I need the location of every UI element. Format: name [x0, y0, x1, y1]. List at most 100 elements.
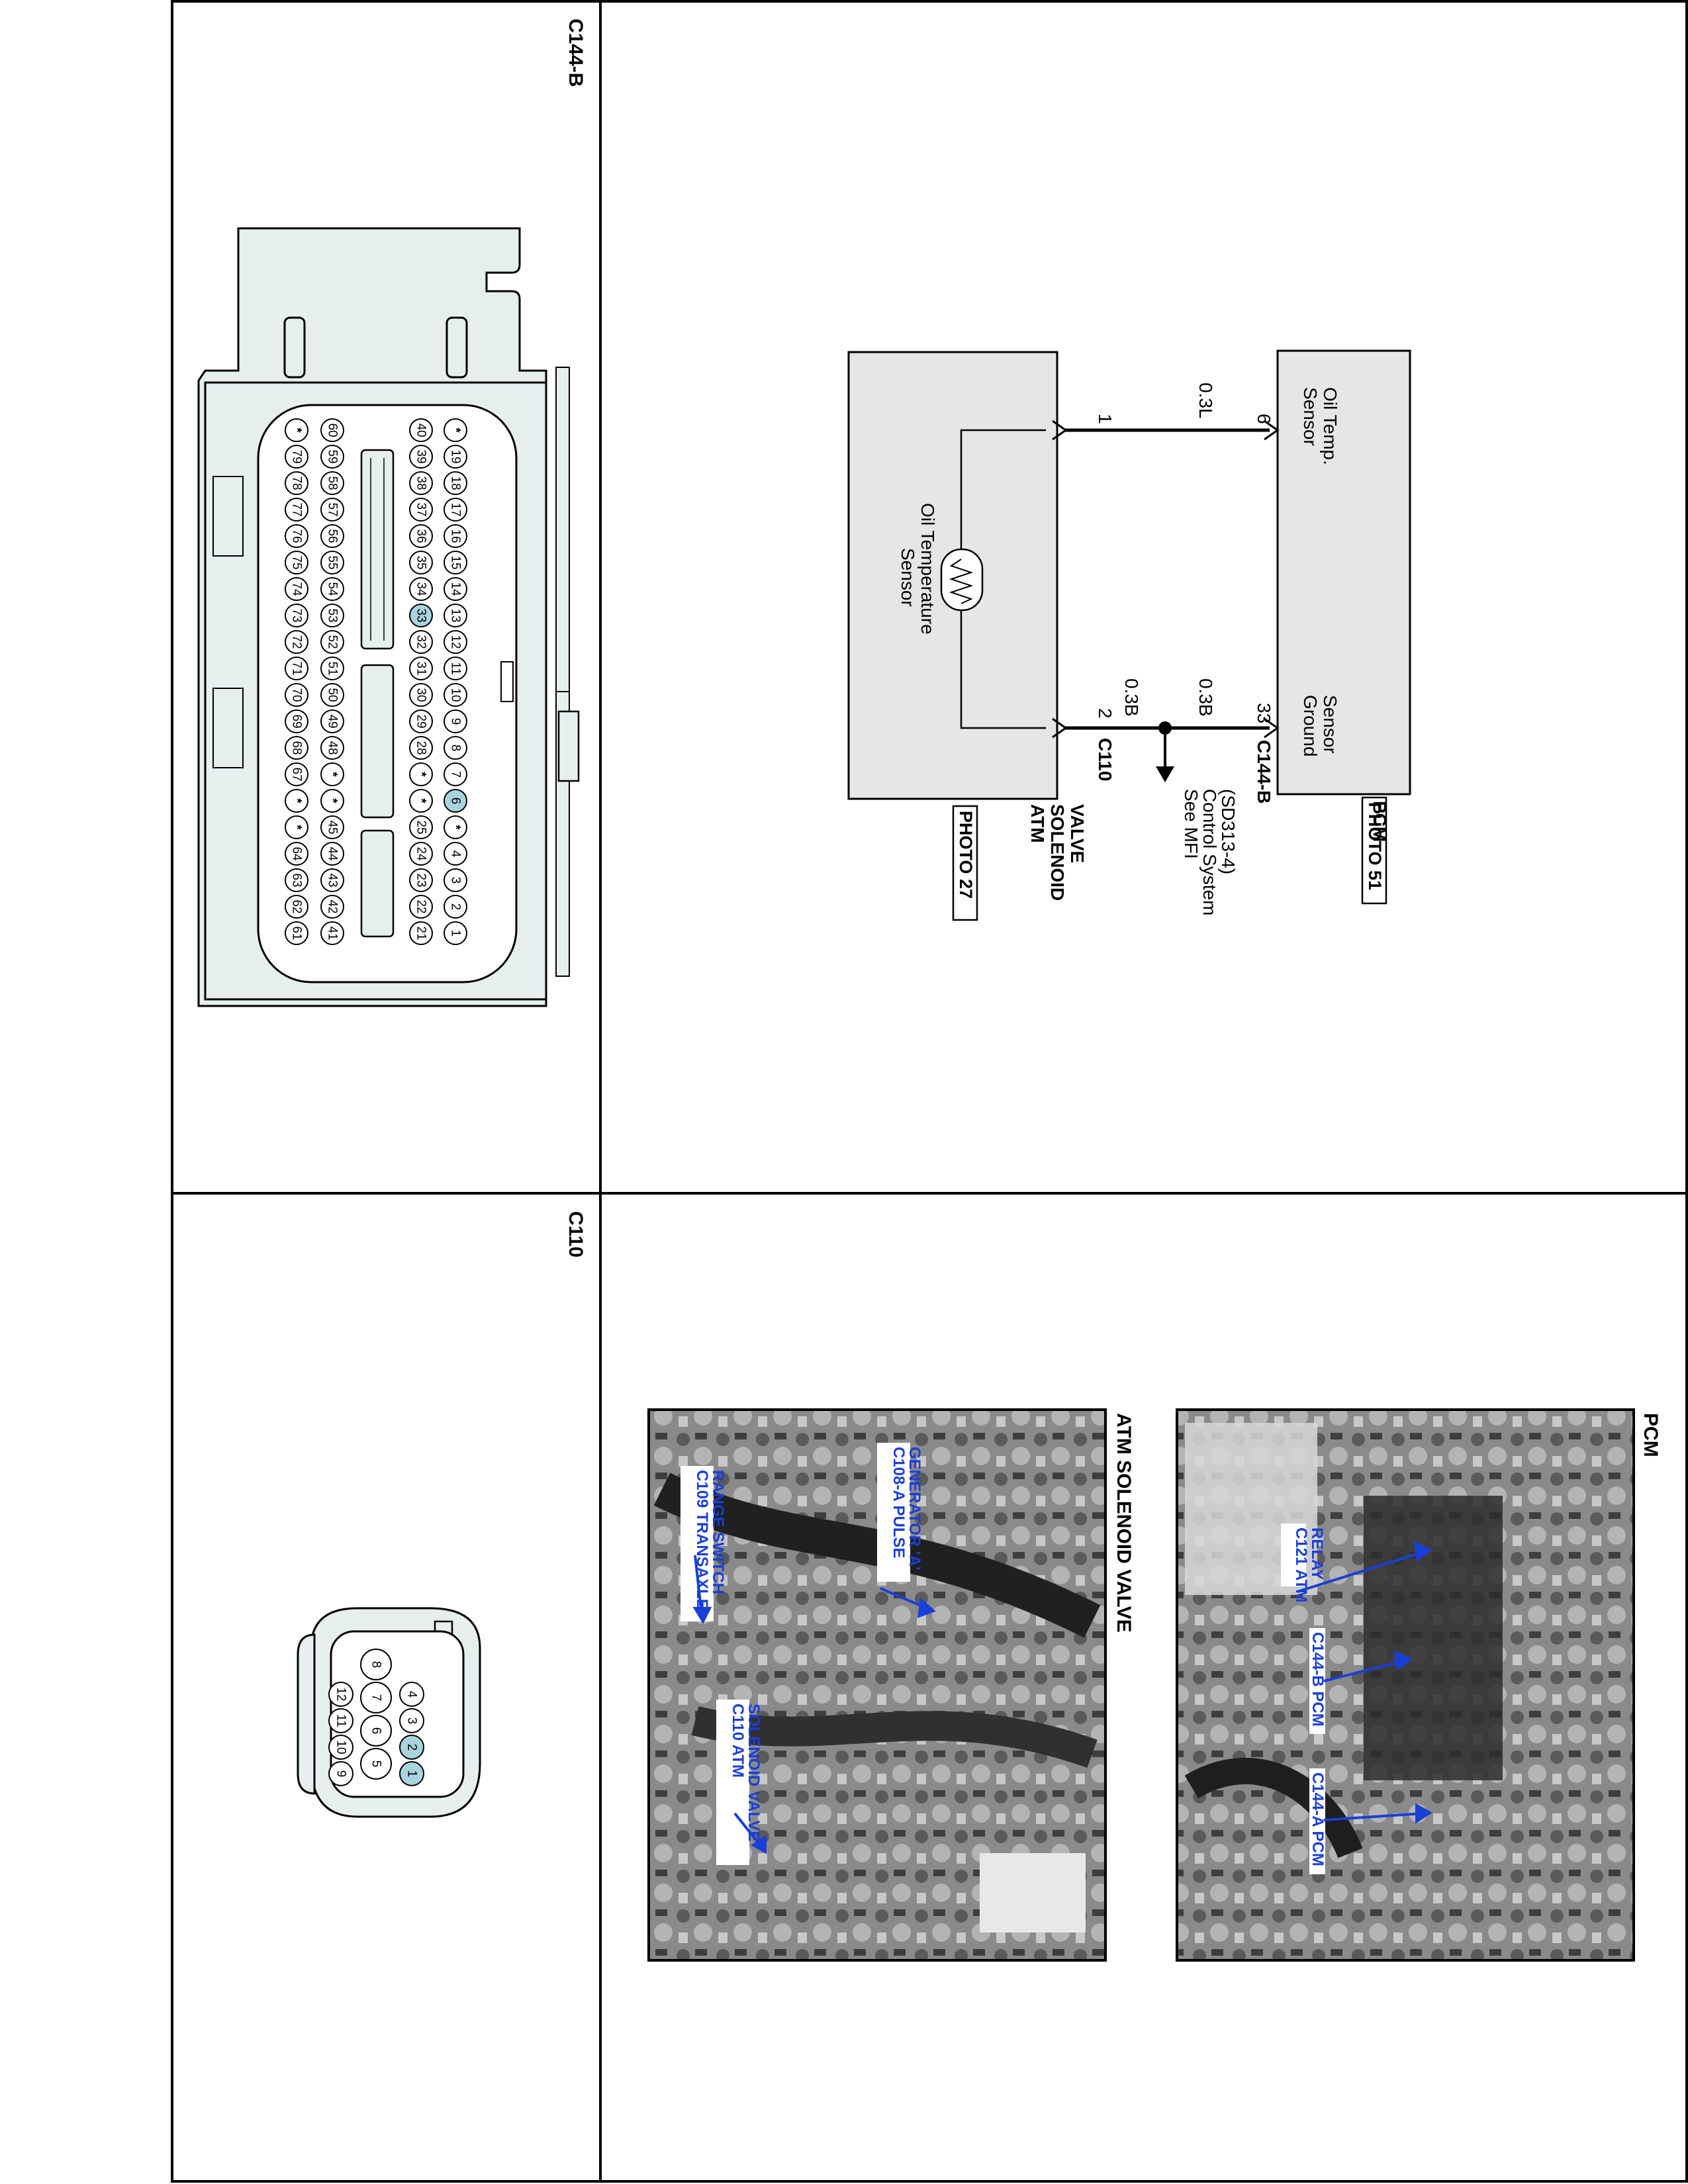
svg-text:*: * — [449, 825, 463, 830]
c144b-pin: 58 — [320, 471, 344, 495]
c144b-pin: 1 — [444, 921, 467, 945]
svg-text:29: 29 — [414, 714, 428, 728]
c144b-pin: 77 — [285, 498, 308, 522]
svg-text:76: 76 — [290, 529, 304, 543]
c110-pin: 9 — [328, 1761, 353, 1786]
svg-text:5: 5 — [369, 1760, 383, 1768]
c144b-pin: 41 — [320, 921, 344, 945]
svg-text:8: 8 — [449, 745, 463, 752]
c110-pin: 2 — [399, 1735, 424, 1760]
c144b-pin: 57 — [320, 498, 344, 522]
c144b-connector-view: *191817161514131211109876*43214039383736… — [197, 227, 580, 1007]
svg-text:*: * — [290, 428, 304, 433]
c144b-pin: 70 — [285, 683, 308, 707]
c144b-pin: 61 — [285, 921, 308, 945]
c144b-pin: * — [285, 418, 308, 442]
svg-text:40: 40 — [414, 423, 428, 437]
svg-text:68: 68 — [290, 741, 304, 754]
svg-text:59: 59 — [326, 449, 340, 463]
atm-photo-title: ATM SOLENOID VALVE — [1113, 1413, 1135, 1633]
c144b-pin: 73 — [285, 604, 308, 627]
c110-pin: 7 — [360, 1682, 392, 1713]
c144b-pin: 63 — [285, 868, 308, 892]
c144b-pin: 14 — [444, 577, 467, 601]
c144b-pin: 25 — [409, 815, 433, 839]
svg-text:37: 37 — [414, 502, 428, 516]
c144b-pin: 10 — [444, 683, 467, 707]
c144b-pin: 79 — [285, 445, 308, 469]
svg-text:19: 19 — [449, 449, 463, 463]
svg-text:49: 49 — [326, 714, 340, 728]
c144b-pin: 29 — [409, 709, 433, 733]
c144b-pin: 37 — [409, 498, 433, 522]
svg-text:72: 72 — [290, 635, 304, 649]
svg-text:3: 3 — [405, 1717, 419, 1725]
c144b-pin: 76 — [285, 524, 308, 548]
svg-text:11: 11 — [449, 662, 463, 675]
c144b-pin: 2 — [444, 895, 467, 919]
c144b-pin: 40 — [409, 418, 433, 442]
svg-text:55: 55 — [326, 555, 340, 569]
c144b-pin: 60 — [320, 418, 344, 442]
c144b-pin: 39 — [409, 445, 433, 469]
pcm-pin-signal-label: Oil Temp.Sensor — [1300, 387, 1340, 465]
svg-text:58: 58 — [326, 476, 340, 490]
svg-text:*: * — [290, 798, 304, 803]
svg-text:48: 48 — [326, 741, 340, 754]
svg-text:13: 13 — [449, 608, 463, 622]
svg-text:61: 61 — [290, 926, 304, 940]
c110-pin: 11 — [328, 1708, 353, 1733]
c110-pin: 6 — [360, 1715, 392, 1747]
c144b-frame-title: C144-B — [565, 19, 586, 87]
c144b-pin: 69 — [285, 709, 308, 733]
c110-pin: 1 — [399, 1761, 424, 1786]
c144b-pin: 42 — [320, 895, 344, 919]
svg-text:41: 41 — [326, 926, 340, 940]
c144b-pin: 51 — [320, 657, 344, 680]
c144b-pin: 24 — [409, 842, 433, 866]
c144b-pin: 48 — [320, 736, 344, 760]
svg-text:2: 2 — [405, 1744, 419, 1751]
c144b-pin: 74 — [285, 577, 308, 601]
c144b-pin: * — [320, 789, 344, 813]
svg-text:52: 52 — [326, 635, 340, 649]
c144b-pin: 8 — [444, 736, 467, 760]
c144b-pin: 68 — [285, 736, 308, 760]
c144b-pin: 49 — [320, 709, 344, 733]
atm-pin-ground: 2 — [1095, 708, 1115, 719]
svg-text:64: 64 — [290, 846, 304, 861]
svg-text:77: 77 — [290, 502, 304, 516]
svg-text:15: 15 — [449, 555, 463, 569]
pcm-module-box — [1276, 349, 1411, 796]
svg-text:71: 71 — [290, 661, 304, 675]
pcm-photo-ref: PHOTO 51 — [1365, 802, 1385, 890]
svg-text:22: 22 — [414, 899, 428, 913]
svg-text:30: 30 — [414, 688, 428, 702]
svg-text:33: 33 — [414, 608, 428, 622]
svg-text:73: 73 — [290, 608, 304, 622]
svg-text:*: * — [414, 772, 428, 777]
c144b-pins: *191817161514131211109876*43214039383736… — [285, 418, 467, 945]
c144b-pin: 12 — [444, 630, 467, 654]
svg-text:39: 39 — [414, 449, 428, 463]
c144b-pin: 4 — [444, 842, 467, 866]
c144b-pin: 72 — [285, 630, 308, 654]
pcm-pin-ground: 33 — [1254, 703, 1274, 723]
svg-text:1: 1 — [405, 1770, 419, 1778]
c144b-pin: 75 — [285, 551, 308, 574]
svg-text:62: 62 — [290, 899, 304, 913]
svg-text:79: 79 — [290, 449, 304, 463]
pcm-photo-box — [1361, 796, 1387, 905]
c144b-pin: 9 — [444, 709, 467, 733]
svg-text:9: 9 — [449, 718, 463, 725]
svg-text:21: 21 — [414, 926, 428, 940]
c144b-pin: 59 — [320, 445, 344, 469]
c144b-pin: 31 — [409, 657, 433, 680]
svg-text:31: 31 — [414, 661, 428, 675]
pcm-callout-c144a: C144-A PCM — [1309, 1772, 1327, 1866]
atm-callout-c108a: C108-A PULSEGENERATOR 'A' — [890, 1447, 923, 1570]
svg-text:28: 28 — [414, 741, 428, 754]
svg-text:*: * — [290, 825, 304, 830]
